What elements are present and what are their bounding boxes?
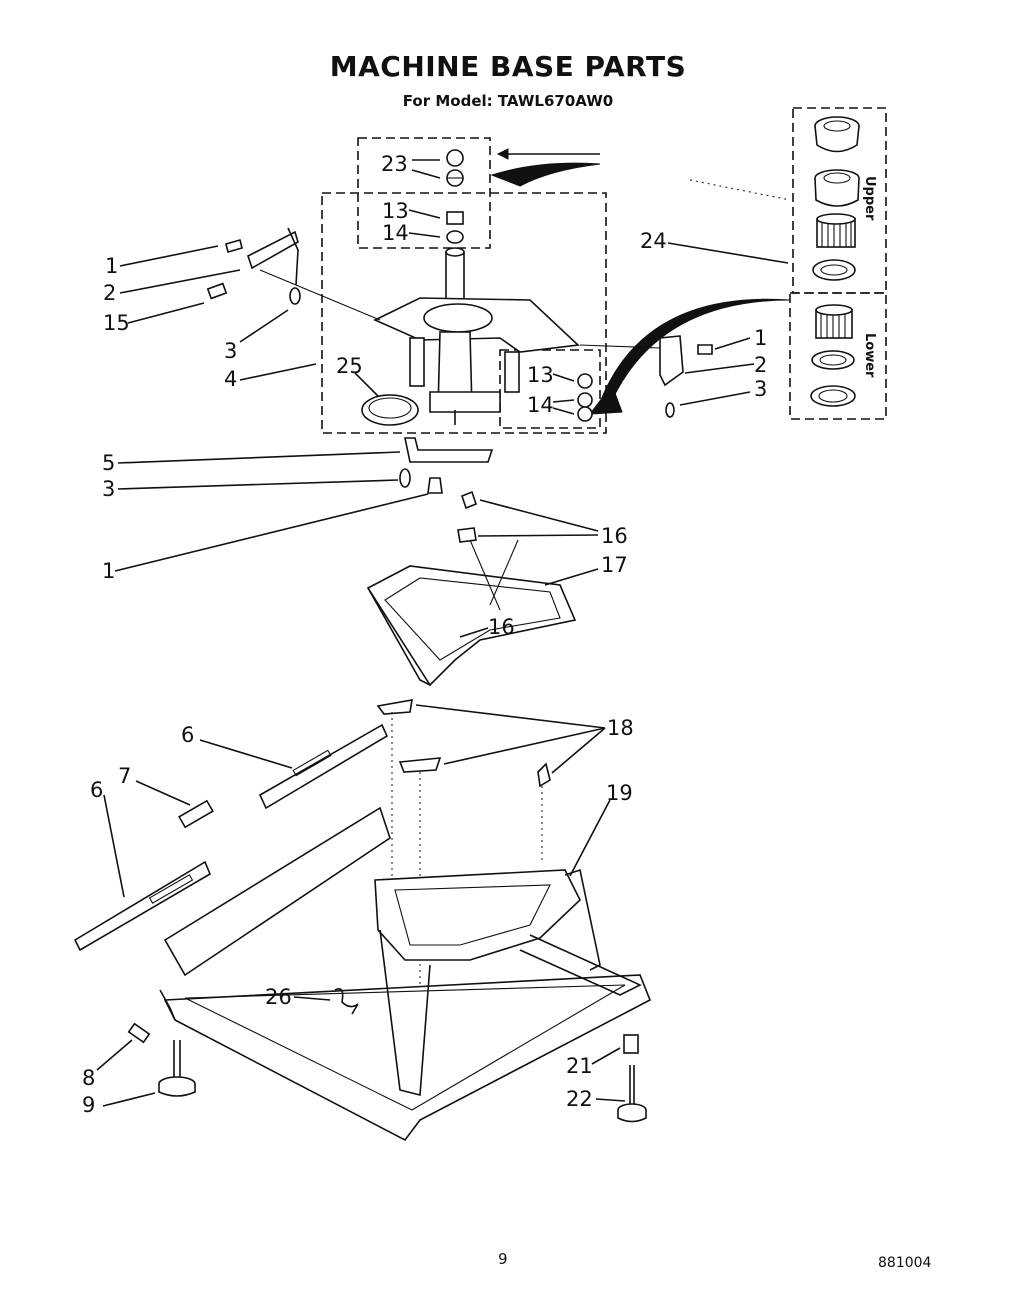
callout-15: 15 <box>103 311 130 335</box>
right-bracket-group <box>579 335 713 418</box>
callout-2-right: 2 <box>754 353 767 377</box>
lower-bearing-kit-box <box>789 292 887 420</box>
kit-leader <box>689 179 791 201</box>
clip-26 <box>334 988 359 1015</box>
callout-13-lower: 13 <box>527 363 554 387</box>
callout-7: 7 <box>118 764 131 788</box>
callout-3-left: 3 <box>224 339 237 363</box>
machine-base-19 <box>159 806 652 1142</box>
shaft-bearing-stack <box>446 149 464 244</box>
callout-9: 9 <box>82 1093 95 1117</box>
callout-4: 4 <box>224 367 237 391</box>
rail-6-upper <box>258 723 389 810</box>
callout-17: 17 <box>601 553 628 577</box>
model-subtitle: For Model: TAWL670AW0 <box>402 92 614 110</box>
callout-18: 18 <box>607 716 634 740</box>
curved-arrow-large-head <box>588 383 623 415</box>
callout-16-lower: 16 <box>488 615 515 639</box>
lower-bearing-box <box>499 349 601 429</box>
callout-numbers: 23 13 14 24 1 2 15 3 4 25 13 14 1 2 3 5 … <box>82 152 767 1117</box>
leader-lines <box>96 159 789 1107</box>
callout-23: 23 <box>381 152 408 176</box>
base-bracket-5 <box>399 437 494 494</box>
callout-14-lower: 14 <box>527 393 554 417</box>
spring-7 <box>178 799 214 829</box>
bearing-kit-parts <box>810 116 860 407</box>
callout-8: 8 <box>82 1066 95 1090</box>
callout-6-lower: 6 <box>90 778 103 802</box>
callout-1-mid: 1 <box>102 559 115 583</box>
callout-16-top: 16 <box>601 524 628 548</box>
callout-14-top: 14 <box>382 221 409 245</box>
callout-5: 5 <box>102 451 115 475</box>
seal-ring <box>361 394 419 426</box>
callout-13-top: 13 <box>382 199 409 223</box>
page-title: MACHINE BASE PARTS <box>329 50 687 83</box>
lower-label: Lower <box>862 333 877 378</box>
callout-24: 24 <box>640 229 667 253</box>
leveling-leg-left <box>127 1022 196 1097</box>
callout-3-right: 3 <box>754 377 767 401</box>
callout-1-left: 1 <box>105 254 118 278</box>
transmission-assembly <box>373 247 580 425</box>
callout-1-right: 1 <box>754 326 767 350</box>
arrow-head-small <box>496 148 509 160</box>
upper-label: Upper <box>862 176 877 221</box>
curved-arrow-top <box>490 162 601 187</box>
callout-22: 22 <box>566 1087 593 1111</box>
callout-25: 25 <box>336 354 363 378</box>
callout-21: 21 <box>566 1054 593 1078</box>
page-number: 9 <box>498 1250 508 1268</box>
callout-26: 26 <box>265 985 292 1009</box>
leveling-leg-right <box>617 1034 647 1123</box>
lower-bearing-stack <box>577 373 593 422</box>
callout-19: 19 <box>606 781 633 805</box>
callout-2-left: 2 <box>103 281 116 305</box>
document-code: 881004 <box>878 1255 932 1271</box>
clips-18 <box>376 699 551 1030</box>
rail-6-lower <box>73 860 212 952</box>
callout-3-mid: 3 <box>102 477 115 501</box>
callout-6-upper: 6 <box>181 723 194 747</box>
agitator-drive-box <box>321 192 607 434</box>
tub-support-frame-17 <box>366 539 577 687</box>
left-bracket-group <box>206 227 381 321</box>
